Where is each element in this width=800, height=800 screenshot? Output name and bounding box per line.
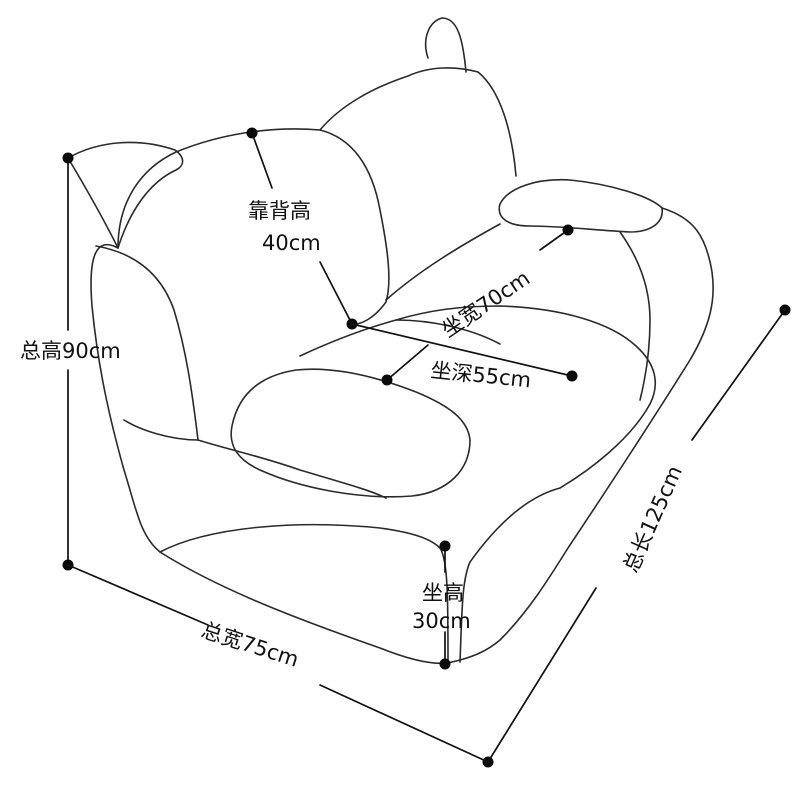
- dimension-lines: [62, 127, 791, 768]
- seat-depth-dot-end: [566, 370, 578, 382]
- seat-width-dot-bottom: [381, 374, 393, 386]
- seat-height-title: 坐高: [422, 581, 464, 605]
- total-length-dot-top: [779, 304, 791, 316]
- seat-front-edge: [197, 439, 387, 499]
- back-height-line-bottom: [319, 261, 353, 325]
- seat-width-line-bottom: [386, 344, 429, 381]
- total-length-line-bottom: [487, 587, 597, 763]
- dimension-labels: 总高90cm 靠背高 40cm 坐宽70cm 坐深55cm 总长125cm 坐高…: [20, 199, 687, 672]
- left-armrest-inner: [95, 245, 199, 441]
- sofa-outline: [67, 17, 714, 665]
- back-height-title: 靠背高: [248, 199, 311, 223]
- total-width-line-right: [319, 684, 489, 763]
- total-height-dot-top: [62, 152, 74, 164]
- back-height-value: 40cm: [262, 231, 321, 255]
- back-seat-seam: [385, 223, 501, 301]
- seat-width-label: 坐宽70cm: [437, 266, 534, 342]
- back-cushion-rear: [319, 67, 517, 177]
- seat-width-line-top: [539, 229, 569, 251]
- back-height-dot-top: [246, 127, 258, 139]
- total-length-label: 总长125cm: [619, 462, 687, 576]
- total-length-line-top: [691, 309, 786, 441]
- seat-height-dot-bottom: [439, 658, 451, 670]
- front-base-seam: [159, 523, 449, 663]
- back-ear-left: [67, 141, 184, 249]
- seat-width-dot-top: [562, 224, 574, 236]
- seat-height-value: 30cm: [412, 609, 471, 633]
- total-width-label: 总宽75cm: [198, 618, 301, 672]
- total-height-label: 总高90cm: [20, 339, 121, 363]
- armrest-pillow: [498, 178, 663, 233]
- back-cushion-front: [117, 128, 390, 326]
- back-height-line-top: [251, 132, 273, 189]
- back-ear-right: [424, 17, 467, 73]
- left-armrest-bottom: [123, 419, 199, 441]
- right-base-seam: [459, 487, 561, 663]
- total-width-line-left: [67, 564, 209, 626]
- seat-cushion-right: [299, 305, 657, 489]
- sofa-body-outline: [90, 207, 714, 665]
- seat-depth-line: [351, 323, 573, 377]
- seat-cushion-seam: [395, 319, 501, 345]
- seat-height-dot-top: [439, 540, 451, 552]
- front-pillow: [230, 368, 471, 498]
- right-armrest-inner: [619, 231, 651, 401]
